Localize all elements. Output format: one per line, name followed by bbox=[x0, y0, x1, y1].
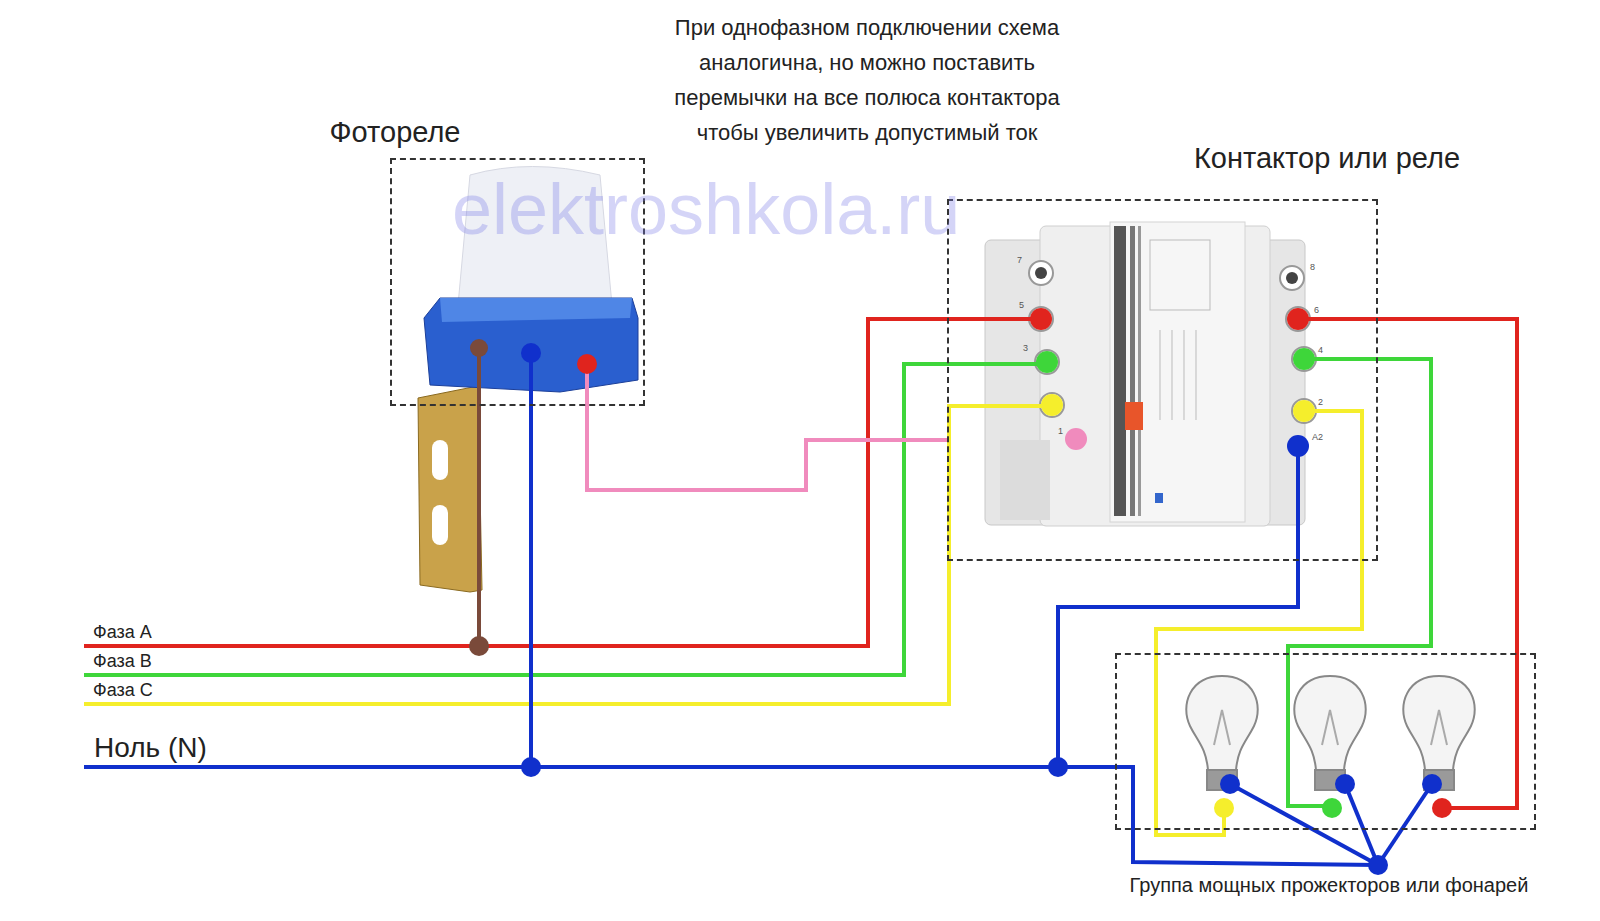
terminal-number: 2 bbox=[1318, 397, 1323, 407]
group-heading: Фотореле bbox=[330, 116, 461, 149]
wire-connector bbox=[587, 406, 947, 490]
terminal-number: 4 bbox=[1318, 345, 1323, 355]
group-heading: Контактор или реле bbox=[1194, 142, 1460, 175]
lamp-bulbs bbox=[1186, 676, 1474, 790]
group-heading: Группа мощных прожекторов или фонарей bbox=[1130, 874, 1529, 897]
wire-connector bbox=[1156, 561, 1362, 653]
terminal-number: 5 bbox=[1019, 300, 1024, 310]
phase-label: Фаза В bbox=[93, 651, 152, 672]
contactor-body bbox=[985, 222, 1316, 526]
phase-label: Фаза С bbox=[93, 680, 153, 701]
wire-connector bbox=[1288, 359, 1431, 653]
terminal-number: 1 bbox=[1058, 426, 1063, 436]
terminal-number: 3 bbox=[1023, 343, 1028, 353]
note-text: При однофазном подключении схема аналоги… bbox=[647, 10, 1087, 150]
wire-connector bbox=[1378, 319, 1517, 653]
dashed-group-box: Группа мощных прожекторов или фонарей bbox=[1115, 653, 1536, 830]
terminal-dots bbox=[469, 308, 1452, 875]
terminal-number: 8 bbox=[1310, 262, 1315, 272]
terminal-number: 7 bbox=[1017, 255, 1022, 265]
watermark: elektroshkola.ru bbox=[452, 168, 960, 250]
terminal-number: 6 bbox=[1314, 305, 1319, 315]
dashed-group-box: Контактор или реле bbox=[947, 199, 1378, 561]
neutral-label: Ноль (N) bbox=[94, 732, 207, 764]
wires bbox=[84, 319, 1517, 865]
terminal-number: A2 bbox=[1312, 432, 1323, 442]
phase-label: Фаза А bbox=[93, 622, 152, 643]
